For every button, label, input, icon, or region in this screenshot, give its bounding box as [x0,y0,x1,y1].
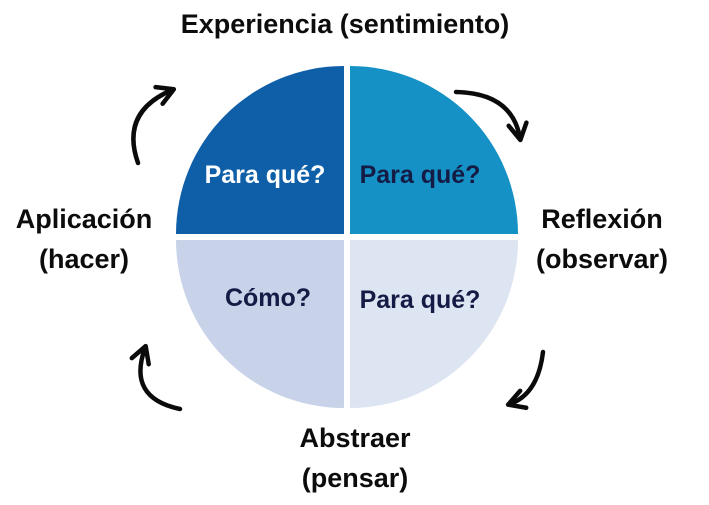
stage-label-reflection-line2: (observar) [536,244,668,274]
quadrant-label-bottom-right: Para qué? [360,286,481,314]
curved-arrow-bottom-to-left-icon [129,343,183,412]
quadrant-bottom-right [350,240,518,408]
curved-arrow-top-to-right-icon [453,89,529,143]
cycle-arrows [129,84,546,412]
curved-arrow-right-to-bottom-icon [505,349,546,411]
quadrant-label-top-right: Para qué? [360,161,481,189]
stage-label-abstract-line1: Abstraer [299,423,411,453]
quadrant-bottom-left [176,240,344,408]
stage-label-application-line1: Aplicación [16,204,153,234]
quadrant-top-left [176,66,344,234]
quadrant-top-right [350,66,518,234]
curved-arrow-left-to-top-icon [131,84,177,166]
quadrant-label-bottom-left: Cómo? [225,284,311,312]
stage-label-application-line2: (hacer) [39,244,129,274]
stage-label-abstract-line2: (pensar) [302,463,409,493]
cycle-circle: Para qué? Para qué? Cómo? Para qué? [176,66,518,408]
stage-label-reflection-line1: Reflexión [541,204,663,234]
stage-label-experience: Experiencia (sentimiento) [181,9,510,39]
quadrant-label-top-left: Para qué? [205,161,326,189]
